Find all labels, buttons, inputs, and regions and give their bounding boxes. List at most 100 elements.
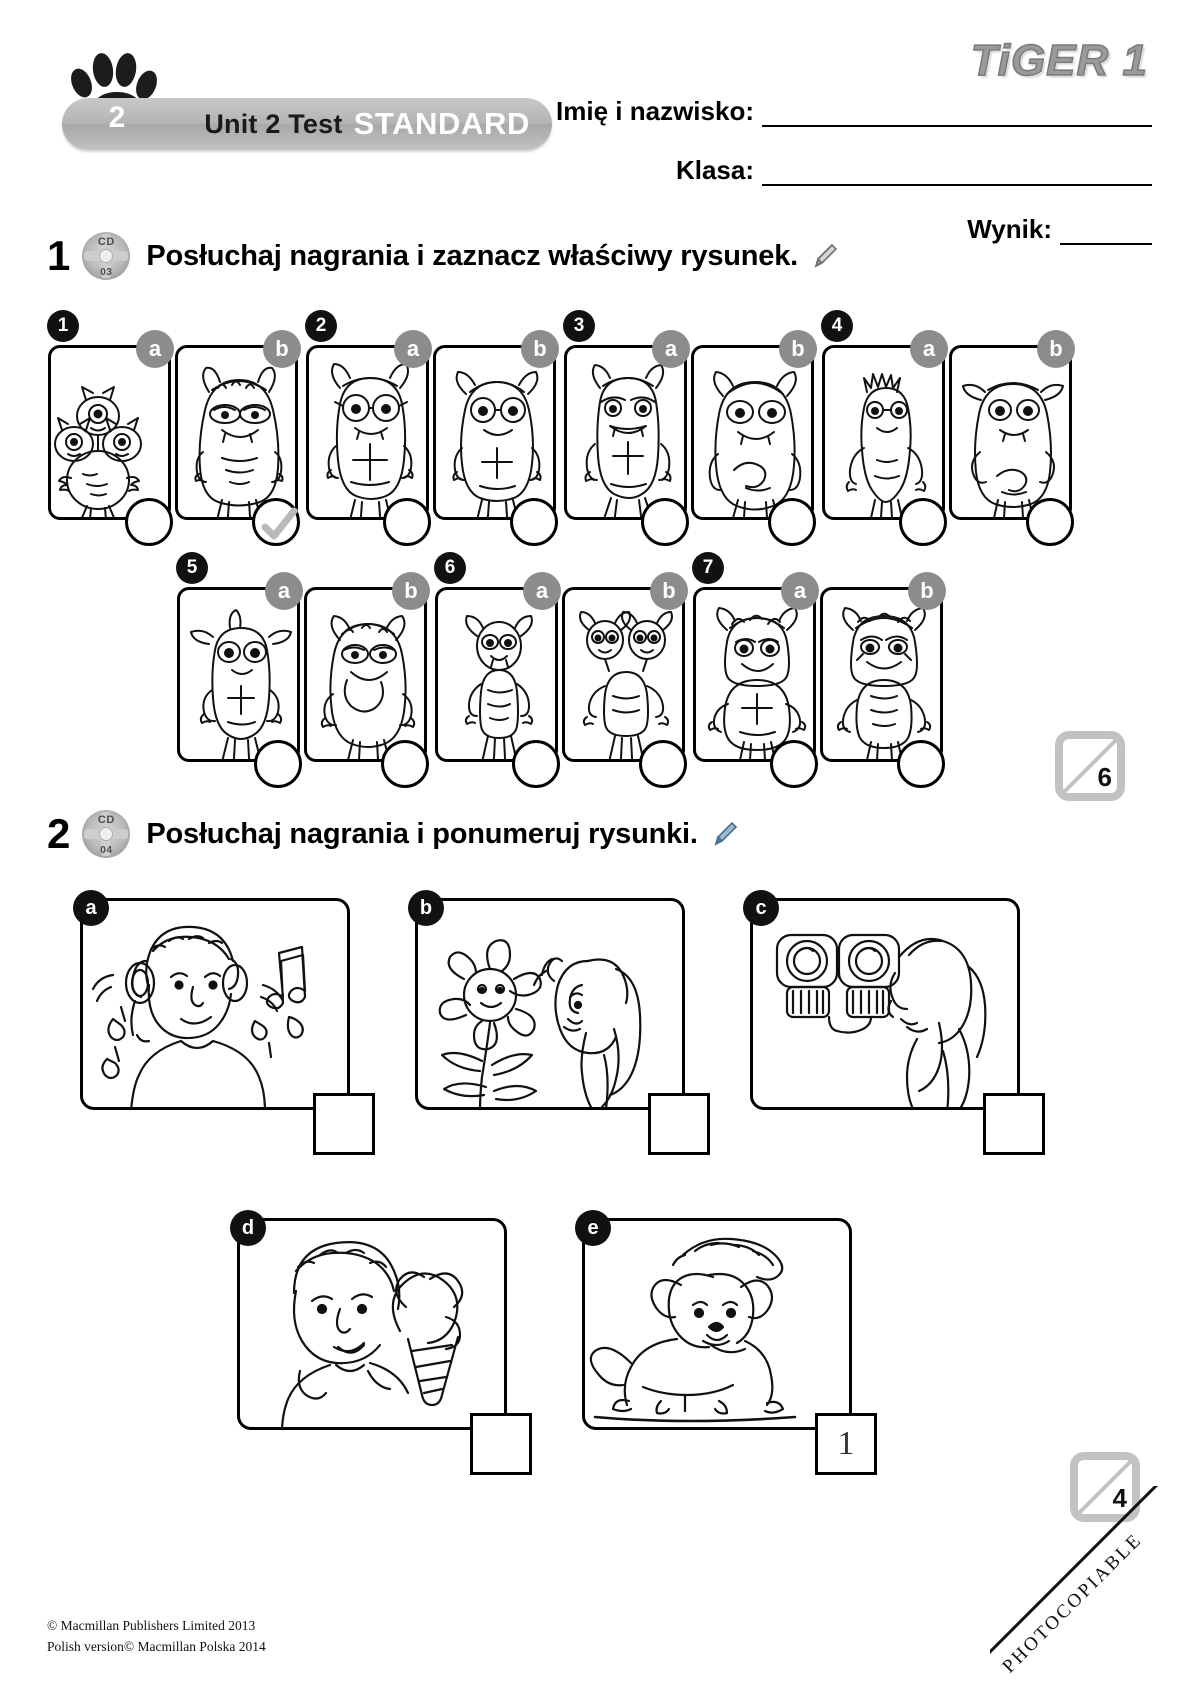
option-letter-6a: a [523,572,561,610]
option-letter-7a: a [781,572,819,610]
answer-circle-4b[interactable] [1026,498,1074,546]
item-number-6: 6 [434,552,466,584]
field-class-label: Klasa: [675,155,754,185]
exercise-2-score-max: 4 [1112,1483,1127,1513]
exercise-2-heading: 2 CD 04 Posłuchaj nagrania i ponumeruj r… [47,810,742,858]
monster-picture-6a [438,590,555,759]
field-score-input[interactable] [1060,221,1152,245]
field-score-label: Wynik: [967,214,1052,244]
picture-card-e[interactable] [582,1218,852,1430]
answer-circle-2b[interactable] [510,498,558,546]
option-letter-1a: a [136,330,174,368]
option-letter-3a: a [652,330,690,368]
answer-circle-1a[interactable] [125,498,173,546]
answer-box-d[interactable] [470,1413,532,1475]
field-score: Wynik: [532,214,1152,245]
answer-circle-3a[interactable] [641,498,689,546]
girl-binoculars-picture [753,901,1017,1107]
answer-circle-6b[interactable] [639,740,687,788]
monster-picture-3a [567,348,684,517]
monster-picture-4b [952,348,1069,517]
option-letter-7b: b [908,572,946,610]
photocopiable-banner: PHOTOCOPIABLE [990,1486,1200,1696]
copyright-line-2: Polish version© Macmillan Polska 2014 [47,1639,266,1655]
option-card-4b[interactable] [949,345,1072,520]
monster-picture-2b [436,348,553,517]
picture-letter-c: c [743,890,779,926]
option-card-1a[interactable] [48,345,171,520]
picture-card-a[interactable] [80,898,350,1110]
answer-circle-4a[interactable] [899,498,947,546]
unit-number: 2 [108,101,126,134]
field-name-label: Imię i nazwisko: [556,96,754,126]
boy-ice-cream-picture [240,1221,504,1427]
option-card-3a[interactable] [564,345,687,520]
monster-picture-5a [180,590,297,759]
answer-circle-6a[interactable] [512,740,560,788]
answer-circle-1b[interactable] [252,498,300,546]
option-card-5a[interactable] [177,587,300,762]
item-number-2: 2 [305,310,337,342]
copyright-footer: © Macmillan Publishers Limited 2013 Poli… [47,1616,266,1658]
paw-unit-badge: 2 [66,44,170,150]
exercise-2-instruction: Posłuchaj nagrania i ponumeruj rysunki. [146,817,698,850]
exercise-2-number: 2 [47,810,71,857]
field-class-input[interactable] [762,162,1152,186]
exercise-1-score-box: 6 [1055,731,1125,801]
check-mark-icon [261,507,298,540]
item-number-7: 7 [692,552,724,584]
option-card-1b[interactable] [175,345,298,520]
cd-label: CD [97,236,115,248]
boy-listening-headphones-picture [83,901,347,1107]
exercise-1-score-max: 6 [1097,762,1112,792]
exercise-1-heading: 1 CD 03 Posłuchaj nagrania i zaznacz wła… [47,232,842,280]
picture-card-b[interactable] [415,898,685,1110]
cd-icon: CD 04 [82,810,131,858]
score-slash-icon [1062,738,1118,794]
picture-letter-a: a [73,890,109,926]
pencil-icon [808,239,842,273]
picture-card-d[interactable] [237,1218,507,1430]
page-header: 2 Unit 2 Test STANDARD TiGER 1 Imię i na… [0,0,1200,245]
option-card-6b[interactable] [562,587,685,762]
answer-box-c[interactable] [983,1093,1045,1155]
monster-picture-3b [694,348,811,517]
answer-circle-7a[interactable] [770,740,818,788]
paw-toe-icon [90,51,116,89]
picture-card-c[interactable] [750,898,1020,1110]
answer-box-b[interactable] [648,1093,710,1155]
answer-box-e[interactable]: 1 [815,1413,877,1475]
option-card-7a[interactable] [693,587,816,762]
copyright-line-1: © Macmillan Publishers Limited 2013 [47,1618,256,1634]
field-name-input[interactable] [762,103,1152,127]
exercise-2-score-box: 4 [1070,1452,1140,1522]
exercise-1-number: 1 [47,232,71,279]
field-name: Imię i nazwisko: [532,96,1152,127]
option-card-3b[interactable] [691,345,814,520]
exercise-1-instruction: Posłuchaj nagrania i zaznacz właściwy ry… [146,239,798,272]
answer-box-a[interactable] [313,1093,375,1155]
girl-smelling-flower-picture [418,901,682,1107]
option-card-7b[interactable] [820,587,943,762]
option-letter-4b: b [1037,330,1075,368]
monster-picture-6b [565,590,682,759]
option-card-4a[interactable] [822,345,945,520]
cd-track-number: 03 [100,267,113,278]
option-card-6a[interactable] [435,587,558,762]
option-card-5b[interactable] [304,587,427,762]
pencil-icon [708,817,742,851]
option-letter-5a: a [265,572,303,610]
answer-circle-7b[interactable] [897,740,945,788]
monster-picture-1a [51,348,168,517]
answer-circle-5b[interactable] [381,740,429,788]
option-card-2a[interactable] [306,345,429,520]
cd-label: CD [97,814,115,826]
answer-circle-3b[interactable] [768,498,816,546]
option-card-2b[interactable] [433,345,556,520]
option-letter-1b: b [263,330,301,368]
answer-circle-2a[interactable] [383,498,431,546]
monster-picture-1b [178,348,295,517]
cd-track-number: 04 [100,845,113,856]
test-level: STANDARD [353,106,530,141]
answer-circle-5a[interactable] [254,740,302,788]
